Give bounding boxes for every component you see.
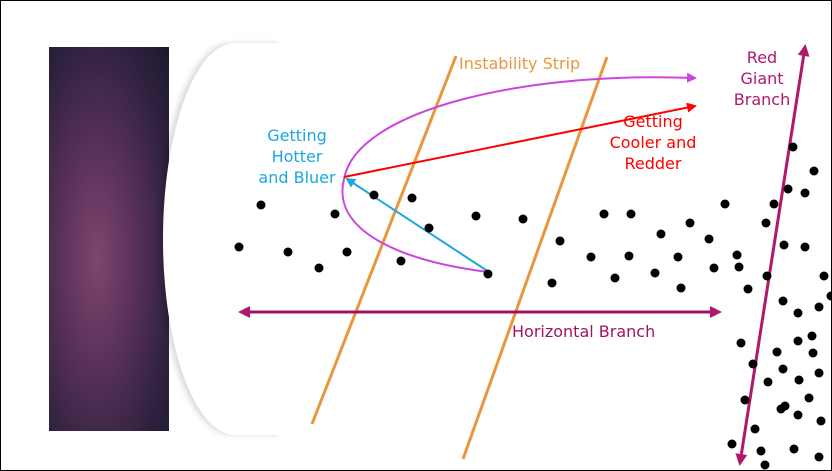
star-point — [793, 336, 803, 346]
star-point — [793, 308, 803, 318]
star-point — [788, 142, 798, 152]
star-point — [734, 262, 744, 272]
star-point — [586, 252, 596, 262]
star-point — [673, 252, 683, 262]
star-point — [256, 200, 266, 210]
star-point — [800, 242, 810, 252]
star-point — [772, 347, 782, 357]
star-point — [789, 444, 799, 454]
star-point — [778, 364, 788, 374]
star-point — [626, 209, 636, 219]
star-point — [793, 410, 803, 420]
star-point — [760, 460, 770, 470]
star-point — [826, 291, 831, 301]
star-point — [709, 263, 719, 273]
red-giant-line-2: Giant — [740, 69, 784, 88]
red-giant-line-1: Red — [746, 48, 778, 67]
star-point — [783, 184, 793, 194]
star-point — [778, 296, 788, 306]
star-point — [727, 439, 737, 449]
star-point — [808, 348, 818, 358]
cooler-line-2: Cooler and — [609, 133, 697, 152]
decorative-side-panel — [49, 47, 169, 431]
star-point — [704, 234, 714, 244]
instability-strip-text: Instability Strip — [459, 54, 581, 73]
star-point — [761, 218, 771, 228]
star-point — [762, 271, 772, 281]
star-point — [794, 375, 804, 385]
star-point — [471, 211, 481, 221]
star-point — [743, 284, 753, 294]
side-panel-curve — [163, 43, 283, 435]
star-point — [807, 331, 817, 341]
evolution-loop-curve — [341, 72, 697, 273]
instability-strip-right-line — [461, 56, 609, 460]
star-point — [779, 240, 789, 250]
star-point — [314, 263, 324, 273]
star-point — [396, 256, 406, 266]
star-point — [283, 247, 293, 257]
getting-hotter-label: Getting Hotter and Bluer — [249, 125, 345, 188]
cooler-redder-arrow — [343, 102, 697, 178]
star-point — [809, 166, 819, 176]
star-point — [800, 188, 810, 198]
star-point — [342, 247, 352, 257]
star-point — [814, 452, 824, 462]
star-point — [650, 268, 660, 278]
instability-strip-label: Instability Strip — [459, 53, 580, 74]
hotter-line-1: Getting — [267, 126, 327, 145]
horizontal-branch-label: Horizontal Branch — [512, 321, 655, 342]
star-point — [814, 368, 824, 378]
star-point — [518, 214, 528, 224]
red-giant-branch-arrow — [735, 44, 810, 466]
instability-strip-left-line — [310, 55, 458, 425]
star-point — [750, 424, 760, 434]
star-point — [720, 199, 730, 209]
horizontal-branch-text: Horizontal Branch — [512, 322, 656, 341]
star-point — [776, 404, 786, 414]
star-point — [685, 218, 695, 228]
star-point — [763, 377, 773, 387]
star-point — [555, 236, 565, 246]
star-point — [819, 271, 829, 281]
red-giant-branch-label: Red Giant Branch — [727, 47, 797, 110]
star-point — [234, 242, 244, 252]
star-point — [748, 359, 758, 369]
star-point — [656, 229, 666, 239]
star-point — [756, 446, 766, 456]
star-point — [804, 393, 814, 403]
star-points — [234, 142, 831, 470]
star-point — [330, 209, 340, 219]
getting-cooler-label: Getting Cooler and Redder — [605, 111, 701, 174]
star-point — [547, 278, 557, 288]
hotter-line-2: Hotter — [271, 147, 323, 166]
star-point — [407, 193, 417, 203]
star-point — [610, 273, 620, 283]
red-giant-line-3: Branch — [733, 90, 791, 109]
star-point — [769, 199, 779, 209]
star-point — [736, 338, 746, 348]
star-point — [624, 251, 634, 261]
star-point — [369, 190, 379, 200]
star-point — [676, 283, 686, 293]
star-point — [599, 209, 609, 219]
star-point — [732, 250, 742, 260]
cooler-line-3: Redder — [624, 154, 682, 173]
star-point — [740, 395, 750, 405]
star-point — [814, 302, 824, 312]
star-point — [483, 269, 493, 279]
star-point — [424, 223, 434, 233]
star-point — [816, 416, 826, 426]
hotter-line-3: and Bluer — [258, 168, 336, 187]
cooler-line-1: Getting — [623, 112, 683, 131]
